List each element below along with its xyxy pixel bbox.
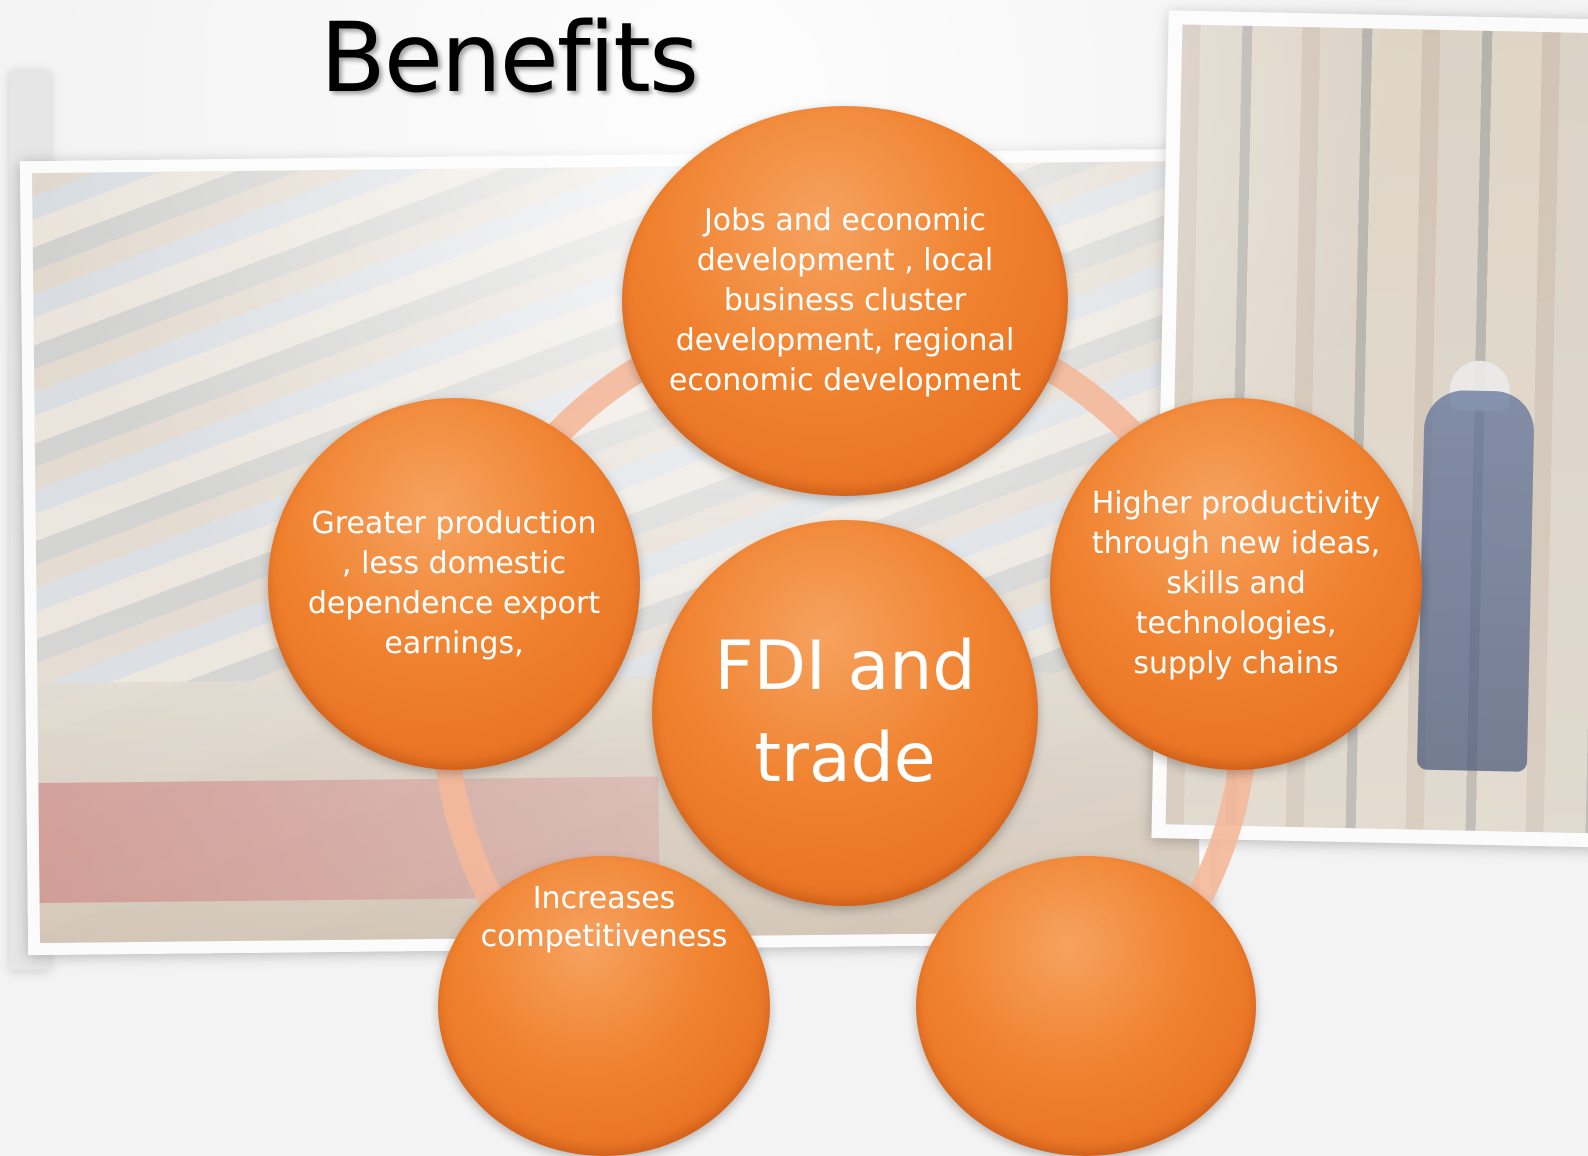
benefit-bubble-competitiveness: Increases competitiveness bbox=[438, 856, 770, 1156]
benefit-text-jobs: Jobs and economic development , local bu… bbox=[668, 203, 1022, 398]
benefit-bubble-bottom-right bbox=[916, 856, 1256, 1156]
center-bubble-fdi: FDI and trade bbox=[652, 520, 1038, 906]
benefit-text-competitiveness: Increases competitiveness bbox=[480, 881, 728, 954]
benefit-bubble-productivity: Higher productivity through new ideas, s… bbox=[1050, 398, 1422, 770]
benefit-text-productivity: Higher productivity through new ideas, s… bbox=[1091, 486, 1381, 681]
center-text: FDI and trade bbox=[714, 627, 976, 798]
benefit-text-production: Greater production , less domestic depen… bbox=[307, 506, 601, 661]
benefit-bubble-production: Greater production , less domestic depen… bbox=[268, 398, 640, 770]
slide-title: Benefits bbox=[320, 2, 699, 114]
benefit-bubble-jobs: Jobs and economic development , local bu… bbox=[622, 106, 1068, 496]
